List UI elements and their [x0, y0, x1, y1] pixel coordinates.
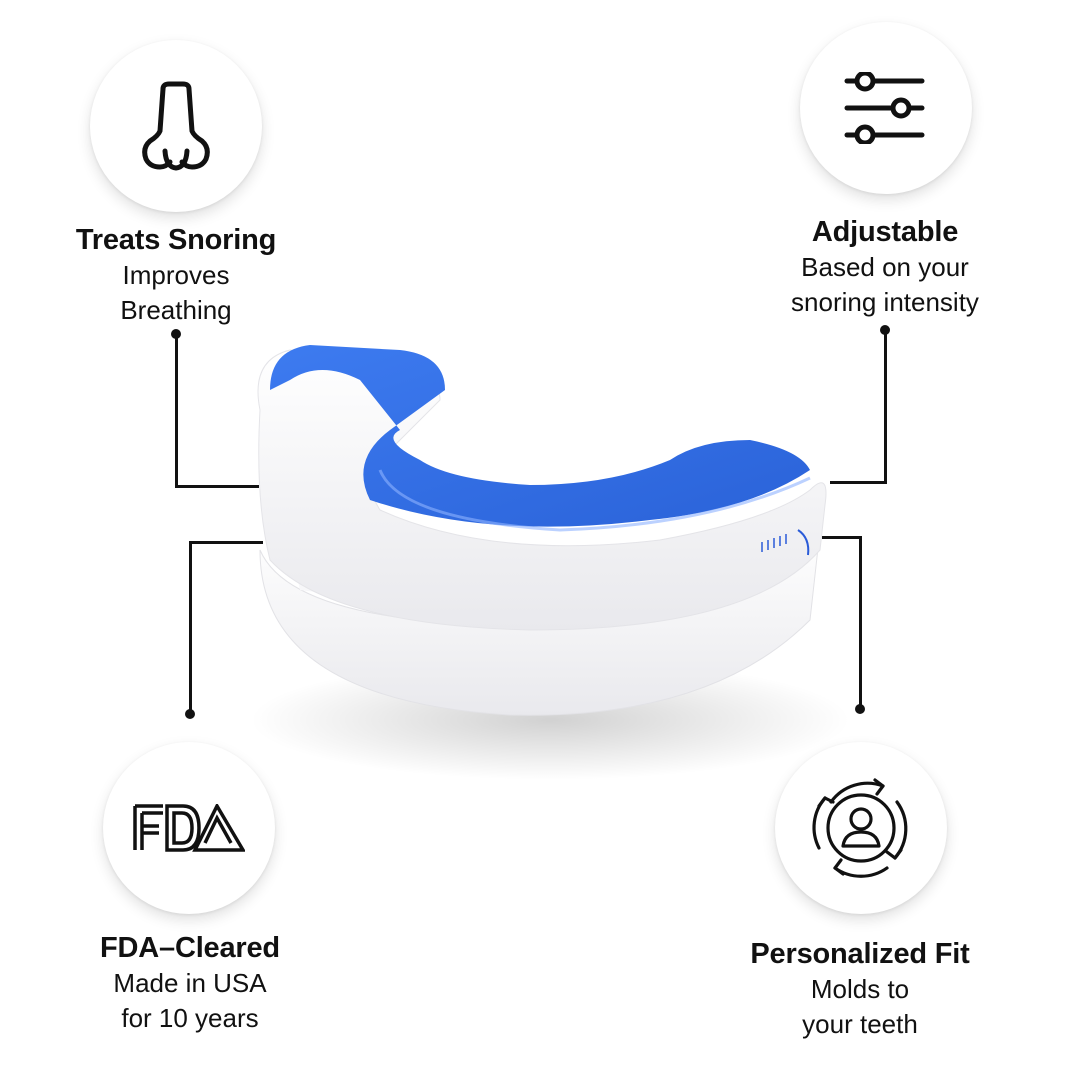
- feature-title: Adjustable: [811, 216, 959, 248]
- personalized-fit-badge: [775, 742, 947, 914]
- mouthguard-image: [250, 345, 850, 780]
- fda-logo-icon: [133, 804, 245, 852]
- feature-desc-line: snoring intensity: [791, 286, 979, 317]
- feature-desc-line: Breathing: [120, 294, 232, 325]
- feature-desc-line: Improves: [122, 260, 230, 291]
- connector-line: [189, 541, 192, 713]
- feature-treats-snoring: Treats Snoring Improves Breathing: [46, 222, 306, 327]
- feature-adjustable: Adjustable Based on your snoring intensi…: [745, 214, 1025, 319]
- feature-desc-line: Made in USA: [113, 968, 267, 999]
- feature-desc-line: for 10 years: [121, 1002, 259, 1033]
- connector-line: [175, 485, 259, 488]
- feature-personalized-fit: Personalized Fit Molds to your teeth: [725, 936, 995, 1041]
- connector-line: [175, 334, 178, 487]
- feature-desc-line: Based on your: [801, 252, 969, 283]
- nose-badge: [90, 40, 262, 212]
- fda-badge: [103, 742, 275, 914]
- feature-fda-cleared: FDA–Cleared Made in USA for 10 years: [60, 930, 320, 1035]
- feature-title: Treats Snoring: [75, 224, 277, 256]
- connector-line: [822, 536, 862, 539]
- connector-line: [859, 536, 862, 708]
- connector-line: [830, 481, 887, 484]
- feature-title: Personalized Fit: [750, 938, 970, 970]
- connector-line: [189, 541, 263, 544]
- user-cycle-icon: [812, 778, 908, 878]
- connector-dot: [855, 704, 865, 714]
- connector-line: [884, 330, 887, 484]
- feature-desc-line: your teeth: [802, 1008, 918, 1039]
- sliders-badge: [800, 22, 972, 194]
- feature-title: FDA–Cleared: [100, 932, 280, 964]
- connector-dot: [185, 709, 195, 719]
- feature-desc-line: Molds to: [810, 974, 910, 1005]
- nose-icon: [142, 81, 210, 171]
- sliders-icon: [844, 72, 925, 144]
